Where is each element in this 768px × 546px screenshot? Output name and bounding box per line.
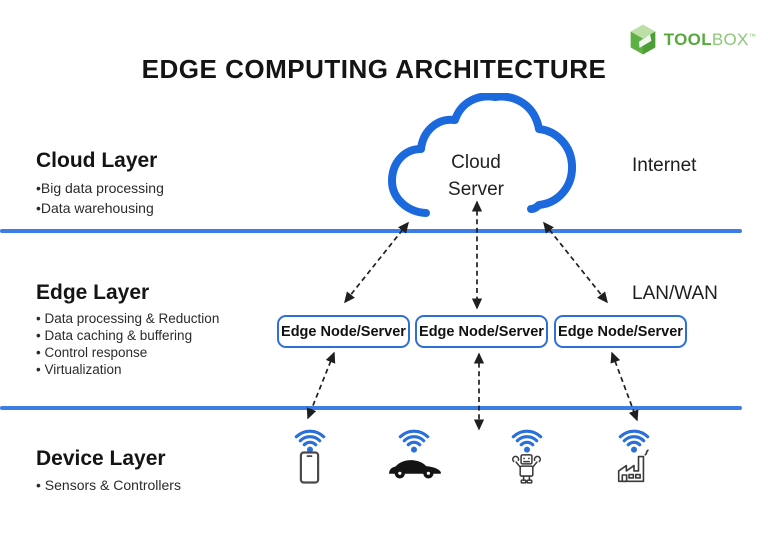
toolbox-logo: TOOLBOX™ [628, 23, 756, 56]
internet-label: Internet [632, 155, 697, 176]
page-title: EDGE COMPUTING ARCHITECTURE [141, 54, 607, 84]
cloud-server-line2: Server [448, 179, 504, 200]
edge-layer-bullets: • Data processing & Reduction • Data cac… [36, 310, 219, 378]
edge-layer-label-block: Edge Layer • Data processing & Reduction… [36, 281, 219, 378]
bullet-item: • Virtualization [36, 362, 122, 377]
bullet-item: • Sensors & Controllers [36, 477, 181, 493]
edge-node-box-2: Edge Node/Server [415, 315, 548, 348]
device-layer-heading: Device Layer [36, 447, 166, 470]
factory-icon [617, 449, 649, 483]
wifi-icon [511, 429, 543, 453]
bullet-item: • Data caching & buffering [36, 328, 193, 343]
edge-node-box-1: Edge Node/Server [277, 315, 410, 348]
edge-device-divider-line [0, 406, 742, 410]
cloud-layer-heading: Cloud Layer [36, 149, 158, 172]
bullet-item: •Data warehousing [36, 200, 154, 216]
cloud-icon [388, 93, 576, 217]
cloud-server-label: Cloud Server [406, 149, 546, 203]
car-icon [389, 460, 441, 479]
robot-icon [512, 454, 541, 484]
toolbox-cube-icon [630, 24, 656, 55]
cloud-edge-divider-line [0, 229, 742, 233]
cloud-server-line1: Cloud [451, 152, 501, 173]
arrow-cloud-edge-right [543, 221, 608, 304]
bullet-item: • Control response [36, 345, 148, 360]
edge-layer-heading: Edge Layer [36, 281, 150, 304]
wifi-icon [294, 429, 326, 453]
device-layer-bullets: • Sensors & Controllers [36, 476, 181, 495]
bullet-item: •Big data processing [36, 180, 164, 196]
logo-box-text: BOX [711, 29, 749, 49]
cloud-layer-label-block: Cloud Layer •Big data processing •Data w… [36, 149, 164, 218]
toolbox-wordmark: TOOLBOX™ [664, 30, 756, 50]
bullet-item: • Data processing & Reduction [36, 311, 220, 326]
edge-node-box-3: Edge Node/Server [554, 315, 687, 348]
arrow-cloud-edge-left [344, 221, 409, 304]
device-layer-label-block: Device Layer • Sensors & Controllers [36, 447, 181, 495]
wifi-icon [618, 429, 650, 453]
logo-tool-text: TOOL [663, 29, 712, 49]
wifi-icon [398, 429, 430, 453]
lan-wan-label: LAN/WAN [632, 283, 718, 304]
smartphone-icon [299, 451, 320, 484]
cloud-layer-bullets: •Big data processing •Data warehousing [36, 178, 164, 218]
logo-trademark: ™ [748, 32, 756, 40]
